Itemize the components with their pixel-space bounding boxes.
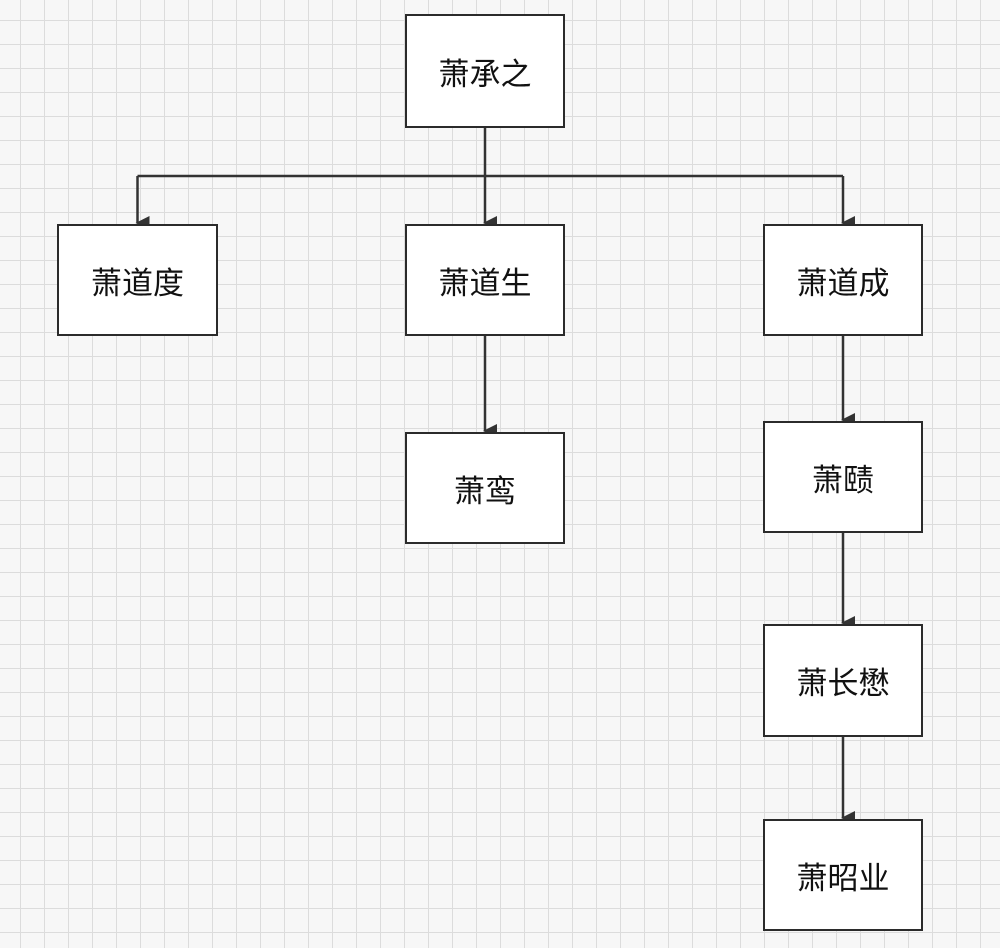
node-xiao-daocheng[interactable]: 萧道成 bbox=[763, 224, 923, 336]
node-xiao-changmao[interactable]: 萧长懋 bbox=[763, 624, 923, 737]
node-xiao-luan[interactable]: 萧鸾 bbox=[405, 432, 565, 544]
node-xiao-ze[interactable]: 萧赜 bbox=[763, 421, 923, 533]
node-xiao-daosheng[interactable]: 萧道生 bbox=[405, 224, 565, 336]
connector-bus-root bbox=[137, 128, 843, 178]
node-xiao-chengzhi[interactable]: 萧承之 bbox=[405, 14, 565, 128]
node-xiao-zhaoye[interactable]: 萧昭业 bbox=[763, 819, 923, 931]
node-xiao-daodu[interactable]: 萧道度 bbox=[57, 224, 218, 336]
